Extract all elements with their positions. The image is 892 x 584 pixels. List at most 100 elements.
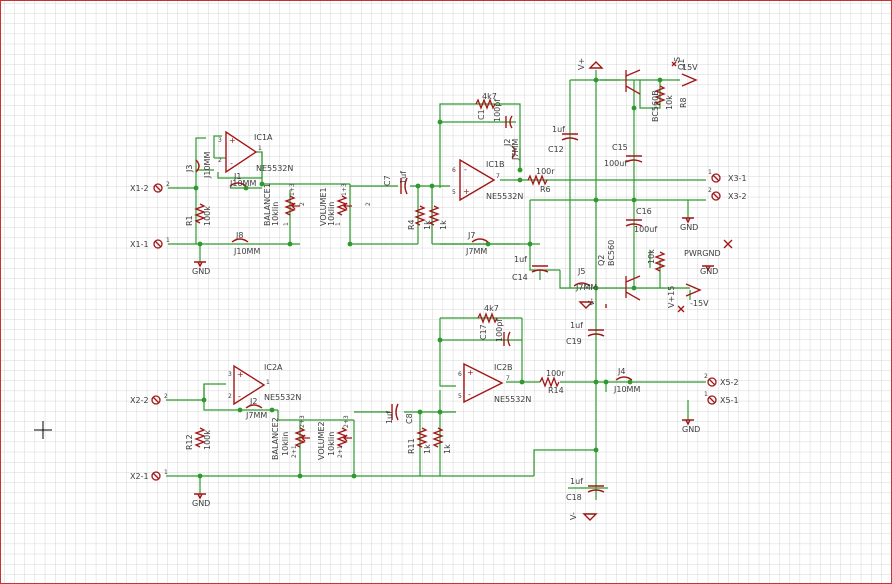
label-rpwr-value: 10k (647, 249, 656, 264)
resistor-r4 (414, 205, 426, 226)
pot-pin: 2 (299, 202, 306, 206)
op-amp-ic2a[interactable] (233, 364, 266, 406)
label-j2-value: J7MM (511, 139, 520, 161)
label-ic1b: IC1B (486, 160, 505, 169)
capacitor-c12 (561, 133, 579, 141)
label-c8-value: 1uf (385, 411, 394, 424)
resistor-r11 (416, 427, 428, 448)
label-r8: R8 (679, 97, 688, 108)
op-amp-ic1b[interactable] (459, 158, 496, 202)
label-gnd: GND (682, 425, 700, 434)
pin-plus: + (467, 368, 474, 377)
label-rfb1-value: 4k7 (482, 92, 497, 101)
op-amp-ic2b[interactable] (463, 362, 504, 404)
label-gnd: GND (680, 223, 698, 232)
vminus-symbol (582, 513, 598, 521)
pin-minus: - (238, 392, 241, 401)
pot-pin: 2+3 (343, 415, 350, 428)
resistor-r6 (527, 174, 548, 186)
label-ic2b: IC2B (494, 363, 513, 372)
label-j1-value: J10MM (229, 179, 256, 188)
jumper-j1 (229, 182, 247, 187)
label-s1: S (673, 57, 682, 62)
label-j8-value: J10MM (233, 247, 260, 256)
capacitor-cfb2 (503, 331, 511, 347)
label-m15v: -15V (690, 299, 709, 308)
gnd-symbol (194, 493, 206, 500)
label-volume2: VOLUME2 (317, 421, 326, 460)
crosshair-cursor (34, 421, 52, 439)
connector-x3-2 (711, 191, 721, 201)
potentiometer-symbols (284, 195, 352, 448)
label-r4: R4 (407, 219, 416, 230)
label-cfb2: C17 (479, 324, 488, 340)
label-r6-value: 100r (536, 167, 555, 176)
label-q1: Q1 (677, 59, 686, 70)
vminus-symbol (578, 301, 594, 309)
label-c7-value: 1uf (399, 171, 408, 184)
jumper-j2b (245, 404, 263, 409)
label-q2: Q2 (597, 255, 606, 266)
supply-symbols (194, 61, 733, 521)
transistor-q1[interactable] (625, 69, 641, 95)
label-vminus: V- (587, 298, 596, 306)
label-c8: C8 (405, 413, 414, 424)
label-r14: R14 (548, 386, 564, 395)
label-r8-value: 10k (665, 95, 674, 110)
label-rfb2-value: 4k7 (484, 304, 499, 313)
pin-number: 2 (228, 393, 232, 400)
label-r12: R12 (185, 434, 194, 450)
jumper-j5 (573, 282, 591, 287)
label-j7: J7 (467, 231, 475, 240)
label-balance2: BALANCE2 (271, 417, 280, 460)
jumper-symbols (195, 145, 633, 409)
pot-pin: 1 (335, 222, 342, 226)
pot-pin: 1+3 (289, 183, 296, 196)
pot-volume2 (336, 427, 352, 448)
label-r5-value: 1k (439, 220, 448, 230)
label-r4-value: 1k (423, 220, 432, 230)
label-gnd: GND (700, 267, 718, 276)
label-j7-value: J7MM (465, 247, 487, 256)
connector-pin: 2 (704, 373, 708, 380)
pin-number: 1 (258, 145, 262, 152)
pin-minus: - (468, 390, 471, 399)
label-r11: R11 (407, 438, 416, 454)
label-j2: J2 (503, 139, 512, 147)
label-ic2a: IC2A (264, 363, 283, 372)
connector-x5-2 (707, 377, 717, 387)
label-c15-value: 100uf (604, 159, 627, 168)
label-v15: V+15 (667, 286, 676, 308)
op-amp-ic1a[interactable] (225, 130, 258, 174)
capacitor-c14 (531, 265, 549, 273)
label-r11-value: 1k (423, 444, 432, 454)
label-r12-value: 100k (203, 430, 212, 450)
resistor-fb1 (475, 98, 496, 110)
label-j3: J3 (185, 165, 194, 173)
junctions (193, 77, 663, 479)
transistor-q2[interactable] (625, 275, 641, 301)
label-vplus: V+ (577, 58, 586, 70)
pin-number: 7 (506, 375, 510, 382)
p15v-arrow (681, 73, 698, 87)
pin-number: 3 (228, 371, 232, 378)
label-x2-2: X2-2 (130, 396, 149, 405)
label-r14-value: 100r (546, 369, 565, 378)
capacitor-c15 (625, 155, 643, 163)
label-balance1: BALANCE1 (263, 183, 272, 226)
wires (166, 70, 706, 500)
label-j2b-value: J7MM (245, 411, 267, 420)
label-balance2-value: 10klin (281, 432, 290, 456)
connector-pin: 1 (704, 391, 708, 398)
connector-pin: 2 (708, 187, 712, 194)
label-x3-2: X3-2 (728, 192, 747, 201)
gnd-symbol (194, 261, 206, 268)
label-volume1: VOLUME1 (319, 187, 328, 226)
label-j4: J4 (617, 367, 625, 376)
resistor-symbols (194, 85, 666, 448)
label-ic1a: IC1A (254, 133, 273, 142)
label-c15: C15 (612, 143, 628, 152)
label-c7: C7 (383, 175, 392, 186)
pin-minus: - (230, 159, 233, 168)
